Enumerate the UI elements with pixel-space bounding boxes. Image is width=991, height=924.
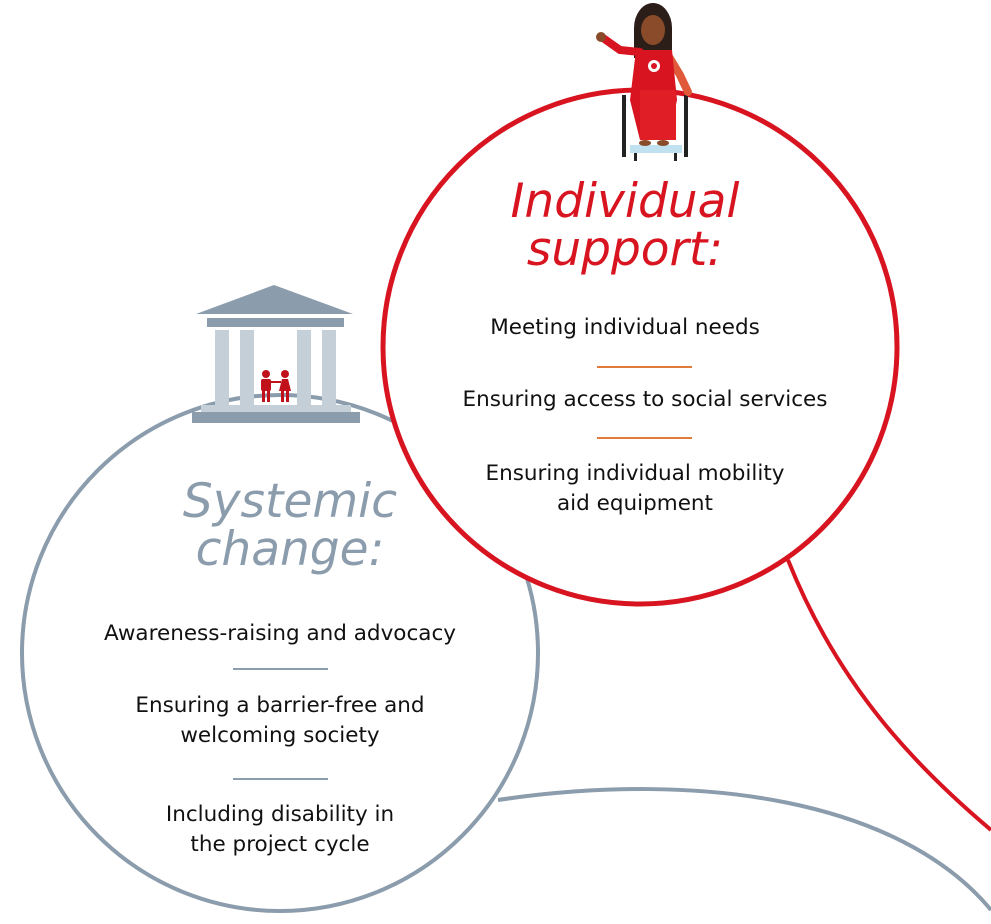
systemic-circle bbox=[20, 393, 540, 913]
systemic-title-line1: Systemic bbox=[182, 474, 398, 529]
grey-connector-line bbox=[497, 787, 991, 912]
systemic-divider-2 bbox=[233, 778, 328, 780]
individual-support-title: Individual support: bbox=[460, 178, 790, 274]
individual-circle bbox=[380, 87, 900, 607]
systemic-item-3-line1: Including disability in bbox=[165, 802, 395, 827]
systemic-item-1: Awareness-raising and advocacy bbox=[104, 621, 456, 646]
systemic-divider-1 bbox=[233, 668, 328, 670]
institution-building-icon bbox=[192, 285, 360, 423]
individual-divider-1 bbox=[597, 366, 692, 368]
systemic-item-3-line2: the project cycle bbox=[190, 831, 370, 857]
individual-title-line1: Individual bbox=[510, 174, 740, 229]
individual-item-3-line1: Ensuring individual mobility bbox=[485, 461, 785, 486]
systemic-item-2: Ensuring a barrier-free and welcoming so… bbox=[80, 691, 480, 750]
individual-item-1: Meeting individual needs bbox=[490, 315, 760, 340]
individual-title-line2: support: bbox=[526, 221, 724, 277]
systemic-title-line2: change: bbox=[195, 521, 385, 577]
systemic-change-title: Systemic change: bbox=[125, 478, 455, 574]
red-connector-line bbox=[786, 559, 991, 832]
individual-item-2: Ensuring access to social services bbox=[462, 387, 828, 412]
individual-item-3-line2: aid equipment bbox=[557, 490, 713, 516]
individual-divider-2 bbox=[597, 437, 692, 439]
systemic-item-2-line1: Ensuring a barrier-free and bbox=[135, 693, 425, 718]
systemic-item-2-line2: welcoming society bbox=[180, 722, 380, 748]
systemic-item-3: Including disability in the project cycl… bbox=[110, 800, 450, 859]
individual-item-3: Ensuring individual mobility aid equipme… bbox=[440, 459, 830, 518]
person-in-wheelchair-icon bbox=[596, 3, 692, 161]
